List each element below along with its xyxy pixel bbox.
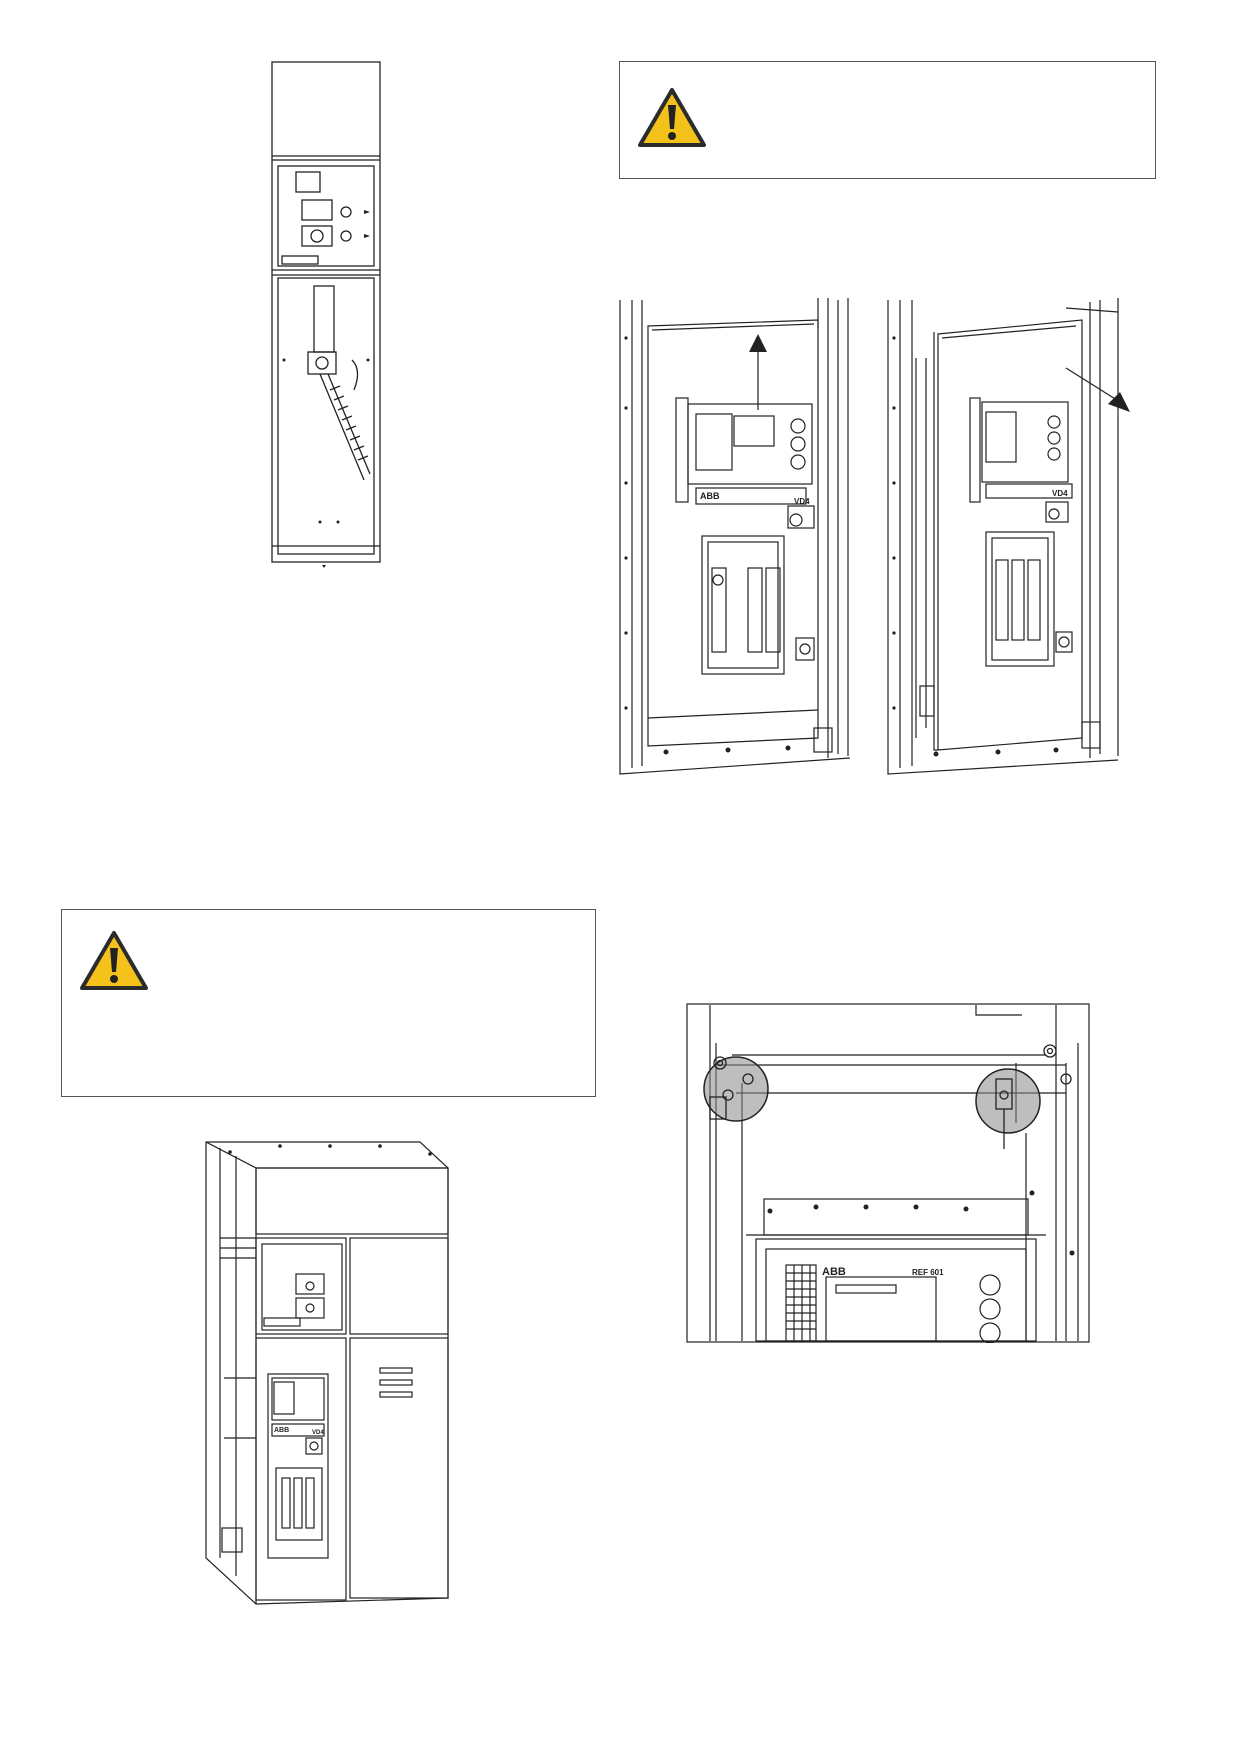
direction-arrow-icon [1108, 392, 1130, 412]
relay-door-closed-figure: ABB VD4 [618, 298, 850, 776]
breaker-model-text: VD4 [312, 1430, 324, 1436]
warning-box-top [619, 61, 1156, 179]
warning-box-middle [61, 909, 596, 1097]
brand-logo-text: ABB [700, 491, 720, 501]
direction-arrow-icon [749, 334, 767, 352]
breaker-model-text: VD4 [1052, 489, 1068, 498]
warning-triangle-icon [637, 87, 707, 149]
brand-logo-text: ABB [274, 1427, 289, 1434]
relay-door-open-figure: VD4 [886, 298, 1134, 776]
fixing-detail-figure: ABB REF 601 [686, 1003, 1090, 1343]
relay-model-text: REF 601 [912, 1268, 944, 1277]
switchgear-panel-drawing [271, 61, 381, 568]
switchgear-panel-front-figure [268, 60, 388, 570]
switchgear-assembly-figure: ABB VD4 [200, 1138, 450, 1606]
breaker-model-text: VD4 [794, 497, 810, 506]
warning-triangle-icon [79, 930, 149, 992]
brand-logo-text: ABB [822, 1266, 846, 1278]
